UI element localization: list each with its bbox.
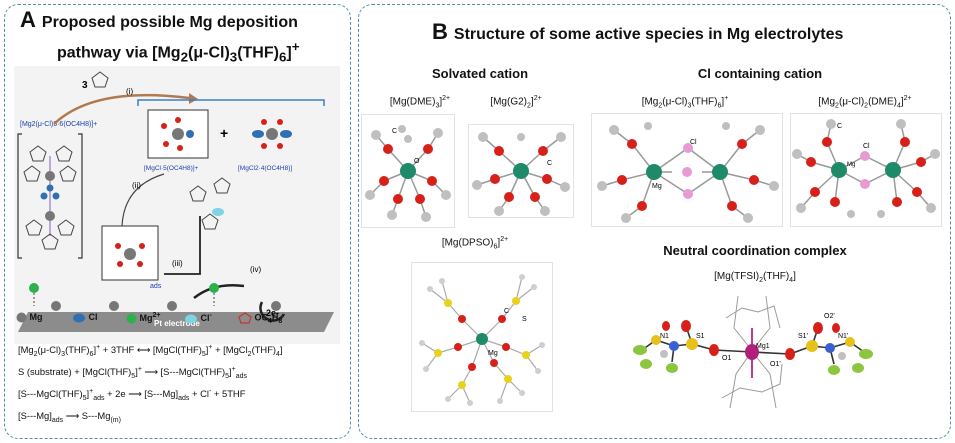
products-brace <box>137 99 325 106</box>
electrode-label: Pt electrode <box>154 319 200 328</box>
label-mg-dme3: [Mg(DME)3]2+ <box>389 95 451 110</box>
electron-label: 2e- <box>266 308 279 318</box>
svg-text:S1': S1' <box>798 333 808 340</box>
svg-text:C: C <box>547 160 552 167</box>
svg-text:Cl: Cl <box>863 143 870 150</box>
legend-cl-ion: Cl- <box>184 312 212 324</box>
step-iv-label: (iv) <box>250 265 261 274</box>
legend-mg2: Mg2+ <box>126 312 160 324</box>
thf-reagent <box>91 71 109 88</box>
reagent-count: 3 <box>82 80 88 91</box>
left-dimer-bracket <box>17 133 83 259</box>
structure-mg-dme3: C O <box>361 114 455 228</box>
label-mg-dpso6: [Mg(DPSO)6]2+ <box>441 236 509 251</box>
svg-text:O1: O1 <box>722 355 731 362</box>
svg-text:O1': O1' <box>770 361 781 368</box>
neutral-complex-heading: Neutral coordination complex <box>663 243 847 258</box>
arrow-step-iii <box>164 216 201 275</box>
panel-a-title-line1: Proposed possible Mg deposition <box>41 14 298 31</box>
equation-3: [S---MgCl(THF)5]+ads + 2e ⟶ [S---Mg]ads … <box>18 388 246 402</box>
step-ii-label: (ii) <box>132 181 141 190</box>
structure-mg2-cl2-dme4: Cl Mg C <box>790 113 942 227</box>
legend-cl: Cl <box>72 312 98 323</box>
svg-text:Mg: Mg <box>847 162 855 168</box>
label-mg-tfsi2-thf4: [Mg(TFSI)2(THF)4] <box>714 271 796 284</box>
label-mg-g2-2: [Mg(G2)2]2+ <box>490 95 542 110</box>
cl-cation-heading: Cl containing cation <box>697 66 823 81</box>
panel-a <box>4 4 351 439</box>
svg-text:C: C <box>392 128 397 135</box>
neutral-product-label: [MgCl2·4(OC4H8)] <box>238 165 292 172</box>
structure-mg-dpso6: Mg S C <box>411 262 553 412</box>
structure-mg2-cl3-thf6: Cl Mg <box>591 113 783 227</box>
svg-text:O2': O2' <box>824 313 835 320</box>
step-i-label: (i) <box>126 87 133 96</box>
electron-arrow <box>259 301 286 322</box>
panel-b <box>358 4 951 439</box>
label-mg2-cl2-dme4: [Mg2(μ-Cl)2(DME)4]2+ <box>818 95 912 110</box>
arrow-step-i <box>53 93 190 125</box>
structure-mg-g2-2: C <box>468 124 574 218</box>
svg-text:S1: S1 <box>696 333 705 340</box>
mechanism-diagram: [Mg2(μ-Cl)3·6(OC4H8)]+ 3 (i) + [MgCl·5(O… <box>14 66 340 344</box>
svg-text:N1: N1 <box>660 333 669 340</box>
svg-text:C: C <box>504 308 509 315</box>
equation-2: S (substrate) + [MgCl(THF)5]+ ⟶ [S---MgC… <box>18 366 248 380</box>
ads-label: ads <box>150 283 162 290</box>
diagram-background <box>14 66 340 344</box>
svg-text:N1': N1' <box>838 333 848 340</box>
panel-b-letter: B <box>432 19 448 44</box>
legend-thf: OC4H8 <box>238 312 282 325</box>
surface-mg2-ion <box>29 283 39 293</box>
equation-1: [Mg2(μ-Cl)3(THF)6]+ + 3THF ⟷ [MgCl(THF)5… <box>18 344 283 358</box>
svg-text:Mg: Mg <box>488 350 498 357</box>
label-mg2-cl3-thf6: [Mg2(μ-Cl)3(THF)6]+ <box>641 95 729 110</box>
cation-product-label: [MgCl·5(OC4H8)]+ <box>144 165 199 172</box>
arrow-step-ii <box>121 173 165 227</box>
products-plus: + <box>220 125 228 141</box>
panel-b-title: B Structure of some active species in Mg … <box>432 19 844 44</box>
left-dimer-structure <box>23 145 77 250</box>
svg-text:Mg1: Mg1 <box>756 343 770 350</box>
svg-text:Cl: Cl <box>690 139 697 146</box>
arrow-step-i-head <box>189 93 198 104</box>
panel-a-title-line2: pathway via [Mg2(μ-Cl)3(THF)6]+ <box>57 39 300 65</box>
structure-mg-tfsi2-thf4: Mg1 O1 O1' N1 S1 S1' N1' O2' <box>633 295 873 409</box>
step-iii-label: (iii) <box>172 259 183 268</box>
equation-4: [S---Mg]ads ⟶ S---Mg(m) <box>18 410 121 424</box>
panel-a-letter: A <box>20 7 36 32</box>
panel-a-title: A Proposed possible Mg deposition <box>20 7 350 32</box>
panel-b-title-text: Structure of some active species in Mg e… <box>453 26 844 43</box>
pt-electrode <box>18 312 334 332</box>
svg-text:Mg: Mg <box>652 183 662 190</box>
svg-text:O: O <box>414 158 420 165</box>
left-dimer-label: [Mg2(μ-Cl)3·6(OC4H8)]+ <box>20 121 97 128</box>
legend-mg: Mg <box>16 312 43 323</box>
svg-text:S: S <box>522 316 527 323</box>
solvated-cation-heading: Solvated cation <box>431 66 529 81</box>
svg-text:C: C <box>837 123 842 130</box>
